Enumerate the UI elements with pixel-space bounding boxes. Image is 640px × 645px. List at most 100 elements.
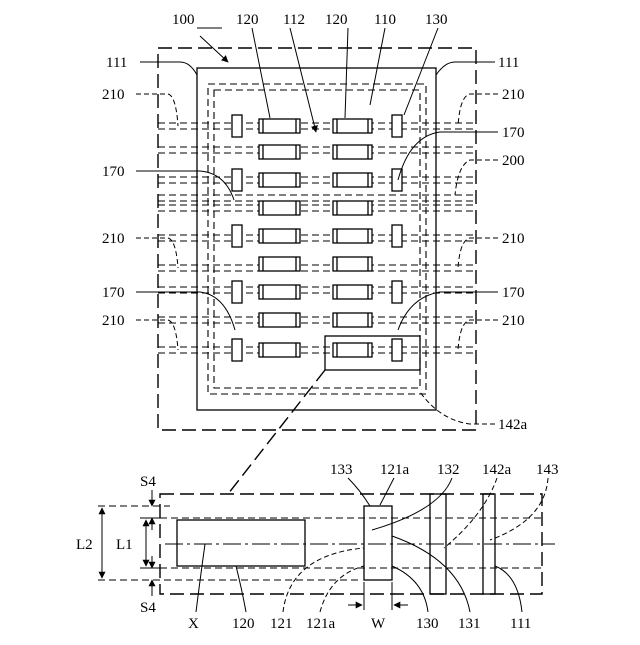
leader-210-l3 (136, 320, 178, 350)
leader-210-l1 (136, 94, 178, 126)
electrode-right-2 (392, 225, 402, 247)
label-110: 110 (374, 12, 396, 28)
leader-143 (490, 478, 548, 540)
leader-170-l2 (136, 292, 235, 330)
pad-4-0 (259, 229, 300, 243)
leader-170-r2 (398, 292, 498, 330)
pad-0-0 (259, 119, 300, 133)
leader-120-right (345, 28, 348, 118)
label-x: X (188, 616, 199, 632)
pad-4-1 (333, 229, 372, 243)
leader-210-r3 (458, 320, 498, 350)
leader-210-l2 (136, 238, 178, 268)
pad-2-1 (333, 173, 372, 187)
label-170-l2: 170 (102, 285, 125, 301)
label-111-left: 111 (106, 55, 127, 71)
label-200: 200 (502, 153, 525, 169)
label-210-r1: 210 (502, 87, 525, 103)
electrode-right-0 (392, 115, 402, 137)
label-112: 112 (283, 12, 305, 28)
label-s4-top: S4 (140, 474, 156, 490)
electrode-left-3 (232, 281, 242, 303)
label-210-l1: 210 (102, 87, 125, 103)
pad-3-1 (333, 201, 372, 215)
label-210-r2: 210 (502, 231, 525, 247)
arrow-112 (290, 28, 316, 132)
electrode-left-4 (232, 339, 242, 361)
pad-7-0 (259, 313, 300, 327)
label-121: 121 (270, 616, 293, 632)
pad-1-0 (259, 145, 300, 159)
label-143: 143 (536, 462, 559, 478)
pad-120 (177, 520, 305, 566)
leader-132 (372, 478, 452, 530)
pad-8-0 (259, 343, 300, 357)
leader-130 (404, 28, 438, 115)
pad-6-0 (259, 285, 300, 299)
dimension-lines (98, 490, 408, 610)
leader-170-l1 (136, 171, 234, 200)
electrode-right-3 (392, 281, 402, 303)
label-120-right: 120 (325, 12, 348, 28)
leader-111-detail (495, 566, 522, 612)
detail-view: 133 121a 132 142a 143 S4 L2 L1 S4 X 120 … (76, 462, 559, 632)
trace-lines (158, 123, 476, 353)
label-142a-detail: 142a (482, 462, 512, 478)
label-132: 132 (437, 462, 460, 478)
leader-121a-top (380, 478, 394, 505)
label-131: 131 (458, 616, 481, 632)
label-111-right: 111 (498, 55, 519, 71)
label-s4-bottom: S4 (140, 600, 156, 616)
arrow-100 (200, 36, 228, 62)
label-170-r1: 170 (502, 125, 525, 141)
pad-5-1 (333, 257, 372, 271)
label-l1: L1 (116, 537, 133, 553)
label-170-r2: 170 (502, 285, 525, 301)
leader-142a (420, 392, 495, 424)
leader-170-r1 (398, 132, 498, 180)
leader-120-detail (236, 566, 246, 612)
leader-111-right (436, 62, 495, 75)
label-142a: 142a (498, 417, 528, 433)
leader-131 (392, 536, 470, 612)
label-130: 130 (425, 12, 448, 28)
leader-110 (370, 28, 385, 105)
label-170-l1: 170 (102, 164, 125, 180)
pad-2-0 (259, 173, 300, 187)
pad-0-1 (333, 119, 372, 133)
electrode-left-1 (232, 169, 242, 191)
electrode-left-0 (232, 115, 242, 137)
leader-133 (348, 478, 370, 506)
top-view: 100 112 120 120 110 130 111 111 210 210 … (102, 12, 528, 494)
substrate-outline (158, 48, 476, 430)
label-l2: L2 (76, 537, 93, 553)
label-210-l3: 210 (102, 313, 125, 329)
pad-3-0 (259, 201, 300, 215)
electrode-left-2 (232, 225, 242, 247)
label-w: W (371, 616, 386, 632)
label-133: 133 (330, 462, 353, 478)
label-210-l2: 210 (102, 231, 125, 247)
leader-142a-detail (444, 478, 497, 548)
pad-5-0 (259, 257, 300, 271)
label-121a-bottom: 121a (306, 616, 336, 632)
label-111-detail: 111 (510, 616, 531, 632)
label-120-detail: 120 (232, 616, 255, 632)
label-121a-top: 121a (380, 462, 410, 478)
pad-array (232, 115, 402, 361)
pad-7-1 (333, 313, 372, 327)
pad-1-1 (333, 145, 372, 159)
leader-120-left (252, 28, 270, 118)
electrode-130 (364, 506, 392, 580)
leader-x (196, 544, 205, 612)
leader-111-left (140, 62, 197, 75)
leader-210-r2 (458, 238, 498, 268)
projection-line (228, 370, 325, 494)
electrode-right-4 (392, 339, 402, 361)
label-120-left: 120 (236, 12, 259, 28)
label-210-r3: 210 (502, 313, 525, 329)
seal-dashed-inner (214, 90, 420, 388)
leader-210-r1 (458, 94, 498, 126)
